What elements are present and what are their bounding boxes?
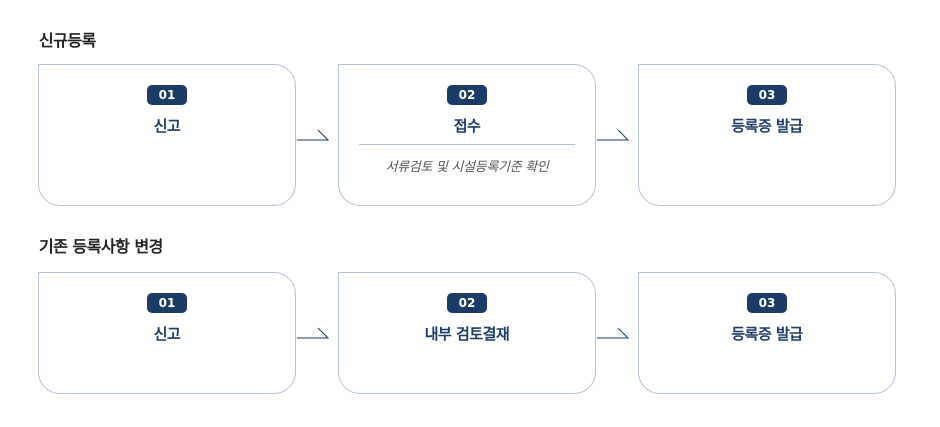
arrow-right-icon [597, 129, 629, 141]
arrow-right-icon [597, 327, 629, 339]
step-label: 등록증 발급 [731, 325, 803, 343]
step-divider [359, 144, 575, 145]
step-card-report: 01 신고 [38, 272, 296, 394]
step-number-badge: 03 [747, 85, 787, 105]
step-label: 접수 [453, 117, 481, 135]
step-label: 내부 검토결재 [424, 325, 510, 343]
step-note: 서류검토 및 시설등록기준 확인 [385, 160, 549, 175]
section-title-registration-change: 기존 등록사항 변경 [39, 237, 163, 256]
step-card-internal-review: 02 내부 검토결재 [338, 272, 596, 394]
arrow-right-icon [297, 129, 329, 141]
step-number-badge: 01 [147, 85, 187, 105]
step-label: 신고 [153, 117, 181, 135]
step-card-certificate-issue: 03 등록증 발급 [638, 64, 896, 206]
step-card-report: 01 신고 [38, 64, 296, 206]
step-label: 등록증 발급 [731, 117, 803, 135]
step-label: 신고 [153, 325, 181, 343]
step-card-certificate-issue: 03 등록증 발급 [638, 272, 896, 394]
step-card-receipt: 02 접수 서류검토 및 시설등록기준 확인 [338, 64, 596, 206]
step-number-badge: 01 [147, 293, 187, 313]
section-title-new-registration: 신규등록 [39, 31, 96, 50]
step-number-badge: 02 [447, 293, 487, 313]
step-number-badge: 02 [447, 85, 487, 105]
step-number-badge: 03 [747, 293, 787, 313]
arrow-right-icon [297, 327, 329, 339]
